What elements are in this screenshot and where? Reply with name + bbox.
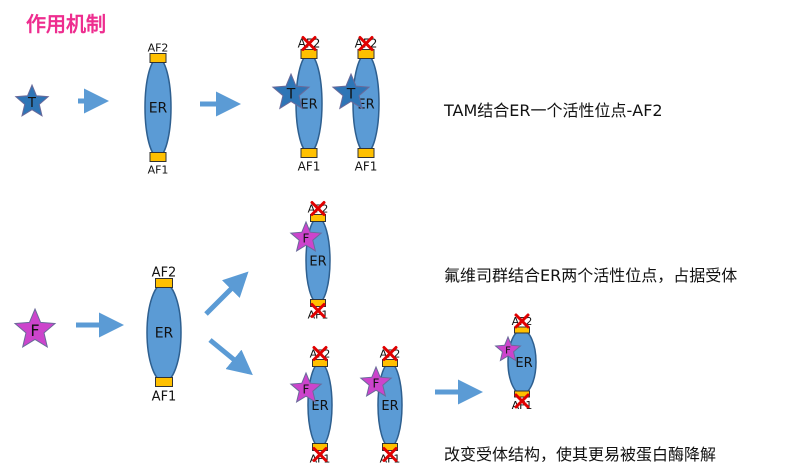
fulv-er-af2-label: AF2 [152,266,177,281]
fulv-upper-af2-site [310,214,326,222]
tam-er-af1-site [149,152,167,162]
fulv-upper-af1-label: AF1 [308,309,329,322]
fulv-er-er-label: ER [155,326,174,342]
fulv-lower-star-1 [289,371,323,403]
fulv-lower-2-af2-cross [382,346,398,361]
caption-tam: TAM结合ER一个活性位点-AF2 [444,101,663,120]
fulv-degraded-af2-site [514,326,530,334]
fulv-lower-star-1-letter: F [303,382,310,396]
tam-bound-star-2 [331,72,371,110]
tam-er-er-label: ER [149,101,168,117]
tam-bound-1-af2-site [300,49,318,59]
fulv-lower-2-er-label: ER [381,399,398,414]
fulv-degraded-af1-cross [514,393,530,409]
fulv-upper-star-letter: F [303,231,310,245]
tam-bound-2-er-label: ER [357,98,374,113]
caption-degradation: 改变受体结构，使其更易被蛋白酶降解 [444,445,717,464]
tam-bound-1-af1-label: AF1 [298,160,321,174]
fulv-free-star [13,307,57,349]
tam-free-star-letter: T [27,96,36,111]
tam-bound-1-er-label: ER [300,98,317,113]
fulv-upper-af1-cross [310,303,326,318]
fulv-lower-1-af1-label: AF1 [310,453,331,465]
fulv-degraded-star [494,335,522,362]
fulv-lower-2-af1-cross [382,447,398,462]
fulv-lower-1-af2-cross [312,346,328,361]
fulv-lower-1-af2-site [312,359,328,367]
fulv-degraded-star-letter: F [505,346,511,357]
fulv-arrow-down [208,338,253,376]
fulv-upper-af1-site [310,299,326,307]
tam-er-af1-label: AF1 [148,164,169,177]
tam-bound-1-af1-site [300,148,318,158]
fulv-degraded-af1-label: AF1 [512,399,533,412]
fulv-er-af2-site [155,278,173,288]
tam-bound-2-af1-label: AF1 [355,160,378,174]
fulv-lower-1-af1-cross [312,447,328,462]
tam-free-star [14,83,50,117]
tam-bound-star-1-letter: T [286,86,296,102]
fulv-lower-star-2-letter: F [373,376,380,390]
page-title: 作用机制 [26,12,106,36]
tam-bound-2-af2-site [357,49,375,59]
tam-er-af2-label: AF2 [148,42,169,55]
fulv-arrow-up [204,271,249,316]
tam-bound-1-af2-cross [301,36,317,51]
fulv-degraded-er-label: ER [515,356,532,371]
tam-bound-2-af1-site [357,148,375,158]
tam-er-af2-site [149,53,167,63]
tam-bound-2-af2-cross [358,36,374,51]
fulv-lower-1-er-label: ER [311,399,328,414]
fulv-er-af1-site [155,377,173,387]
fulv-er-af1-label: AF1 [152,390,177,405]
fulv-upper-star [289,220,323,252]
tam-bound-star-1 [271,72,311,110]
fulv-lower-2-af2-site [382,359,398,367]
fulv-degraded-af2-cross [514,313,530,329]
fulv-lower-2-af1-site [382,443,398,451]
fulv-lower-1-af1-site [312,443,328,451]
fulv-lower-star-2 [359,365,393,397]
fulv-lower-2-af1-label: AF1 [380,453,401,465]
tam-bound-star-2-letter: T [346,86,356,102]
fulv-upper-af2-cross [310,201,326,216]
fulv-upper-er-label: ER [309,255,326,270]
fulv-degraded-af1-site [514,390,530,398]
fulv-free-star-letter: F [30,321,39,340]
caption-fulvestrant: 氟维司群结合ER两个活性位点，占据受体 [444,266,738,285]
